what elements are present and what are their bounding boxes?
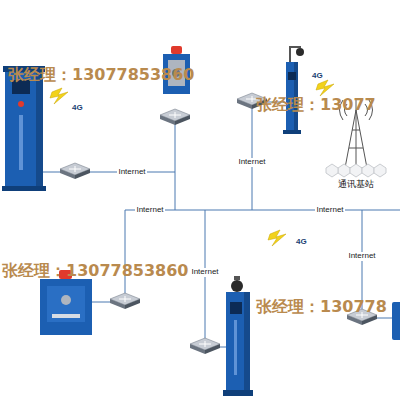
link-label: Internet — [315, 206, 344, 215]
signal-label: 4G — [72, 104, 83, 113]
watermark: 张经理：13077853860 — [2, 262, 188, 280]
link-label: Internet — [190, 268, 219, 277]
link-label: Internet — [117, 168, 146, 177]
station-label: 通讯基站 — [337, 180, 375, 190]
call-column — [2, 66, 46, 191]
watermark: 张经理：130778 — [256, 298, 387, 316]
link-label: Internet — [135, 206, 164, 215]
signal-label: 4G — [312, 72, 323, 81]
watermark: 张经理：13077 — [256, 96, 376, 114]
link-label: Internet — [237, 158, 266, 167]
wall-alarm-box — [40, 270, 92, 335]
camera-column — [223, 276, 253, 396]
link-label: Internet — [347, 252, 376, 261]
watermark: 张经理：13077853860 — [8, 66, 194, 84]
device — [392, 302, 400, 340]
wire — [43, 102, 400, 347]
signal-label: 4G — [296, 238, 307, 247]
camera-column — [283, 46, 304, 134]
